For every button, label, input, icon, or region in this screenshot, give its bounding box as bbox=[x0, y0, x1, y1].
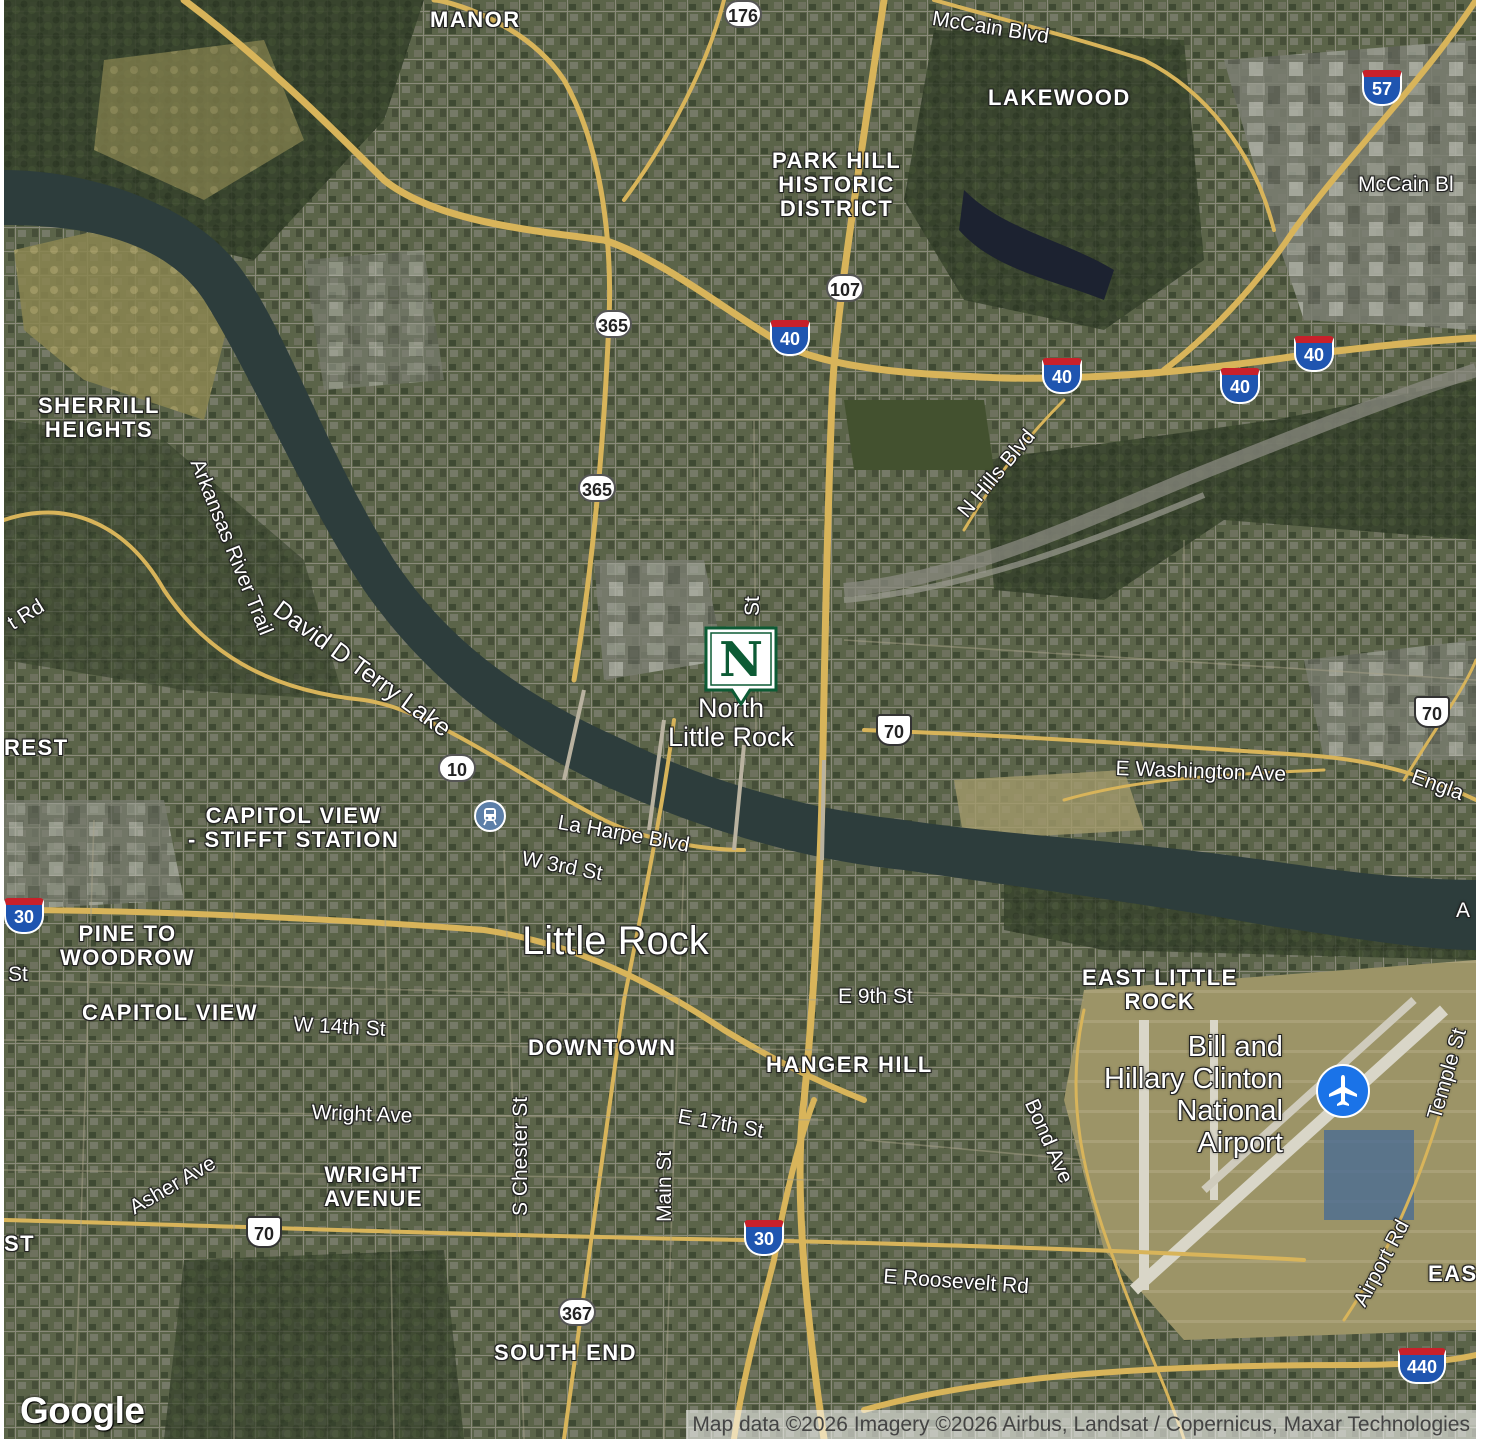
train-station-icon[interactable] bbox=[474, 800, 506, 832]
state-route-shield: 10 bbox=[438, 754, 476, 782]
neighborhood-arrowhead-manor: MANOR bbox=[430, 7, 521, 32]
river-label-fragment: A bbox=[1456, 899, 1471, 922]
interstate-shield: 40 bbox=[1042, 358, 1082, 394]
neighborhood-south-end: SOUTH END bbox=[494, 1340, 638, 1365]
airport-label: Bill and Hillary Clinton National Airpor… bbox=[1104, 1031, 1283, 1159]
neighborhood-east-little-rock: EAST LITTLE ROCK bbox=[1082, 965, 1238, 1014]
us-route-shield: 70 bbox=[1414, 696, 1450, 728]
interstate-shield: 440 bbox=[1398, 1348, 1446, 1384]
state-route-shield: 367 bbox=[558, 1298, 596, 1326]
road-label-w-14th-st: W 14th St bbox=[292, 1013, 387, 1041]
city-label-little-rock: Little Rock bbox=[522, 919, 709, 963]
interstate-shield: 30 bbox=[4, 898, 44, 934]
map-imagery bbox=[4, 0, 1476, 1439]
road-label-main-st: Main St bbox=[653, 1150, 676, 1222]
us-route-shield: 70 bbox=[246, 1216, 282, 1248]
city-label-north-little-rock: North Little Rock bbox=[668, 693, 795, 753]
road-label-e-9th-st: E 9th St bbox=[838, 985, 913, 1008]
neighborhood-lakewood: LAKEWOOD bbox=[988, 85, 1131, 110]
state-route-shield: 365 bbox=[594, 310, 632, 338]
neighborhood-wright-avenue: WRIGHT AVENUE bbox=[324, 1162, 424, 1211]
interstate-shield: 40 bbox=[1294, 336, 1334, 372]
road-label-wright-ave: Wright Ave bbox=[311, 1101, 413, 1128]
interstate-shield: 40 bbox=[1220, 368, 1260, 404]
road-label-st-north: St bbox=[741, 596, 764, 616]
us-route-shield: 70 bbox=[876, 714, 912, 746]
airplane-icon[interactable] bbox=[1316, 1064, 1370, 1118]
road-label-s-chester-st: S Chester St bbox=[509, 1096, 532, 1216]
place-pin-shape bbox=[704, 626, 778, 707]
state-route-shield: 107 bbox=[826, 274, 864, 302]
road-label-st-west-fragment: St bbox=[8, 963, 28, 986]
interstate-shield: 40 bbox=[770, 320, 810, 356]
map-attribution[interactable]: Map data ©2026 Imagery ©2026 Airbus, Lan… bbox=[686, 1410, 1476, 1439]
neighborhood-sherrill-heights: SHERRILL HEIGHTS bbox=[38, 393, 160, 442]
satellite-map[interactable]: MANOR PARK HILL HISTORIC DISTRICT LAKEWO… bbox=[4, 0, 1476, 1439]
neighborhood-hanger-hill: HANGER HILL bbox=[766, 1052, 933, 1077]
neighborhood-rest-fragment: REST bbox=[4, 735, 69, 760]
place-pin-letter: N bbox=[719, 632, 763, 688]
neighborhood-st-fragment: ST bbox=[4, 1231, 36, 1256]
neighborhood-pine-to-woodrow: PINE TO WOODROW bbox=[60, 921, 196, 970]
interstate-shield: 57 bbox=[1362, 70, 1402, 106]
road-label-mccain-blvd-east: McCain Bl bbox=[1358, 173, 1454, 196]
neighborhood-park-hill: PARK HILL HISTORIC DISTRICT bbox=[772, 148, 902, 221]
neighborhood-capitol-view: CAPITOL VIEW bbox=[82, 1000, 259, 1025]
train-glyph bbox=[483, 808, 497, 826]
neighborhood-downtown: DOWNTOWN bbox=[528, 1035, 677, 1060]
airplane-glyph bbox=[1329, 1075, 1357, 1106]
state-route-shield: 365 bbox=[578, 474, 616, 502]
north-little-rock-place-pin-icon[interactable]: N bbox=[704, 626, 778, 708]
neighborhood-eas-fragment: EAS bbox=[1428, 1261, 1476, 1286]
google-logo: Google bbox=[20, 1390, 145, 1431]
interstate-shield: 30 bbox=[744, 1220, 784, 1256]
state-route-shield: 176 bbox=[724, 0, 762, 28]
neighborhood-capitol-view-stifft: CAPITOL VIEW - STIFFT STATION bbox=[188, 803, 400, 852]
